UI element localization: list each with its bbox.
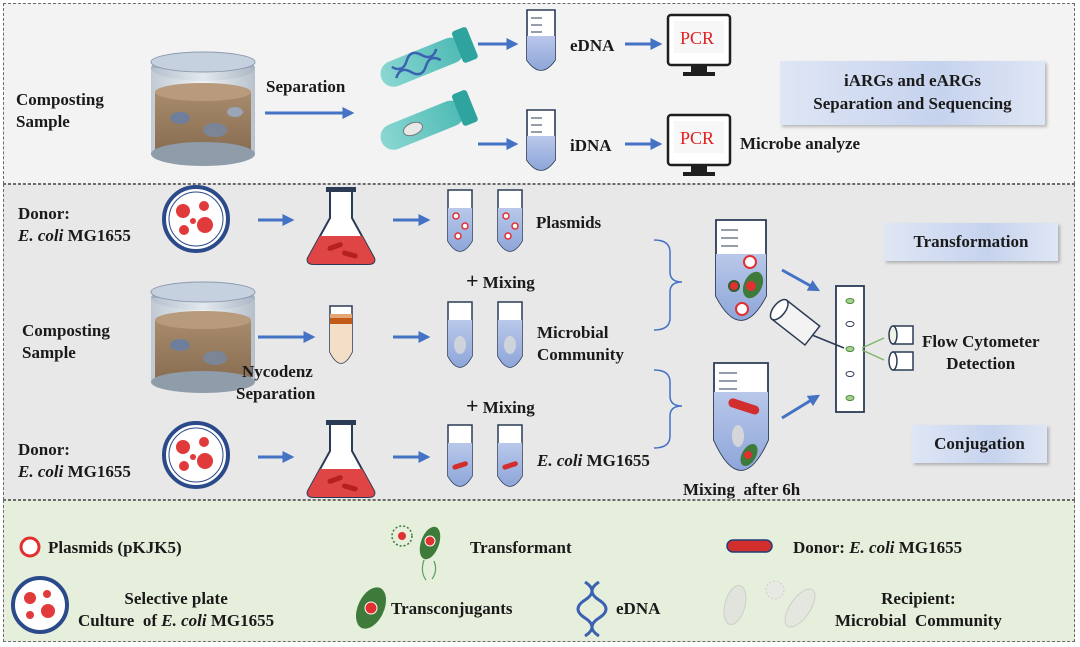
legend-plate-italic: E. coli [161, 611, 207, 631]
mixing-after-label: Mixing after 6h [683, 480, 801, 499]
donor-label-top: Donor: E. coli MG1655 [18, 203, 131, 247]
nycodenz-tube-icon [329, 305, 353, 364]
legend-plate-icon [11, 576, 69, 634]
args-box-line2: Separation and Sequencing [813, 94, 1012, 113]
edna-label: eDNA [570, 36, 615, 55]
compost-jar-icon-middle [150, 281, 256, 393]
tubes-microbial [447, 301, 523, 368]
tubes-plasmids [447, 189, 523, 252]
pcr-label-bottom: PCR [680, 128, 715, 148]
bracket-bottom [653, 369, 683, 449]
legend-transformant-label: Transformant [470, 538, 572, 557]
compost-jar-icon [150, 51, 256, 166]
middle-sample-label: Composting Sample [22, 320, 110, 364]
eppendorf-edna-icon [526, 9, 556, 71]
ecoli-tube-strain: MG1655 [582, 451, 650, 470]
legend-transconjugants-label: Transconjugants [391, 599, 513, 618]
flask-icon-bottom [306, 420, 376, 498]
legend-recipient-icon [723, 580, 816, 628]
donor-top-ecoli: E. coli [18, 226, 64, 246]
monitor-pcr-icon-bottom [666, 113, 732, 176]
donor-top-line1: Donor: [18, 204, 70, 223]
nycodenz-label: Nycodenz Separation [236, 361, 315, 405]
laser-nozzle-icon [769, 298, 845, 349]
donor-bottom-line2: E. coli MG1655 [18, 461, 131, 483]
legend-edna-icon [576, 580, 608, 638]
middle-sample-line2: Sample [22, 343, 76, 363]
legend-donor-suffix: MG1655 [894, 538, 963, 557]
nycodenz-line2: Separation [236, 384, 316, 404]
donor-label-bottom: Donor: E. coli MG1655 [18, 439, 131, 483]
args-sequencing-box: iARGs and eARGs Separation and Sequencin… [780, 61, 1045, 125]
ecoli-tube-label: E. coli MG1655 [537, 450, 650, 472]
transformation-box: Transformation [884, 223, 1058, 261]
mixing-bottom-text: Mixing [482, 398, 535, 417]
separation-label: Separation [266, 77, 346, 96]
nycodenz-line1: Nycodenz [242, 362, 313, 381]
top-sample-line2: Sample [16, 112, 70, 132]
plus-bottom: + [466, 393, 479, 418]
plus-top: + [466, 268, 479, 293]
flow-cytometer-label: Flow Cytometer Detection [922, 331, 1040, 375]
mixing-label-bottom: + Mixing [466, 392, 535, 421]
donor-top-strain: MG1655 [63, 226, 131, 246]
legend-donor-label: Donor: E. coli MG1655 [793, 537, 962, 559]
legend-plate-suffix: MG1655 [206, 611, 275, 631]
middle-sample-line1: Composting [22, 321, 110, 340]
legend-edna-label: eDNA [616, 599, 661, 618]
donor-bottom-line1: Donor: [18, 440, 70, 459]
top-sample-label: Composting Sample [16, 89, 104, 133]
tubes-ecoli [447, 424, 523, 487]
conjugation-box: Conjugation [912, 425, 1047, 463]
legend-recipient-label: Recipient: Microbial Community [835, 588, 1002, 632]
legend-plate-line2: Culture of E. coli MG1655 [78, 610, 274, 632]
flow-line1: Flow Cytometer [922, 332, 1040, 351]
legend-transconjugant-icon [355, 587, 387, 629]
idna-label: iDNA [570, 136, 612, 155]
monitor-pcr-icon-top [666, 13, 732, 76]
legend-donor-icon [726, 539, 773, 553]
mixing-top-text: Mixing [482, 273, 535, 292]
legend-plate-label: Selective plate Culture of E. coli MG165… [78, 588, 274, 632]
selective-plate-icon-top [162, 185, 230, 253]
args-box-line1: iARGs and eARGs [844, 71, 981, 91]
microbe-analyze-label: Microbe analyze [740, 134, 861, 153]
top-sample-line1: Composting [16, 90, 104, 109]
microbial-line1: Microbial [537, 323, 609, 342]
donor-bottom-ecoli: E. coli [18, 462, 64, 482]
ecoli-tube-italic: E. coli [537, 451, 583, 470]
eppendorf-idna-icon [526, 109, 556, 171]
flask-icon-top [306, 187, 376, 265]
tube-edna-icon [380, 27, 478, 87]
legend-plate-line1: Selective plate [124, 589, 228, 608]
donor-bottom-strain: MG1655 [63, 462, 131, 482]
detector-icon [861, 325, 914, 371]
microbial-community-label: Microbial Community [537, 322, 624, 366]
legend-recipient-line2: Microbial Community [835, 611, 1002, 631]
microbial-line2: Community [537, 345, 624, 365]
selective-plate-icon-bottom [162, 421, 230, 489]
legend-transformant-icon [391, 525, 441, 581]
legend-donor-prefix: Donor: [793, 538, 850, 557]
flow-cell-icon [835, 285, 865, 413]
mixing-label-top: + Mixing [466, 267, 535, 296]
transformation-tube-icon [715, 219, 767, 321]
bracket-top [653, 239, 683, 331]
tube-idna-icon [380, 90, 478, 150]
legend-plasmids-label: Plasmids (pKJK5) [48, 538, 182, 557]
plasmids-label: Plasmids [536, 213, 602, 232]
panel-legend [3, 500, 1075, 642]
legend-plate-prefix: Culture of [78, 611, 162, 631]
pcr-label-top: PCR [680, 28, 715, 48]
legend-recipient-line1: Recipient: [881, 589, 956, 608]
flow-line2: Detection [946, 354, 1016, 374]
legend-donor-italic: E. coli [849, 538, 895, 557]
legend-plasmid-icon [19, 536, 41, 558]
donor-top-line2: E. coli MG1655 [18, 225, 131, 247]
conjugation-tube-icon [713, 362, 769, 471]
